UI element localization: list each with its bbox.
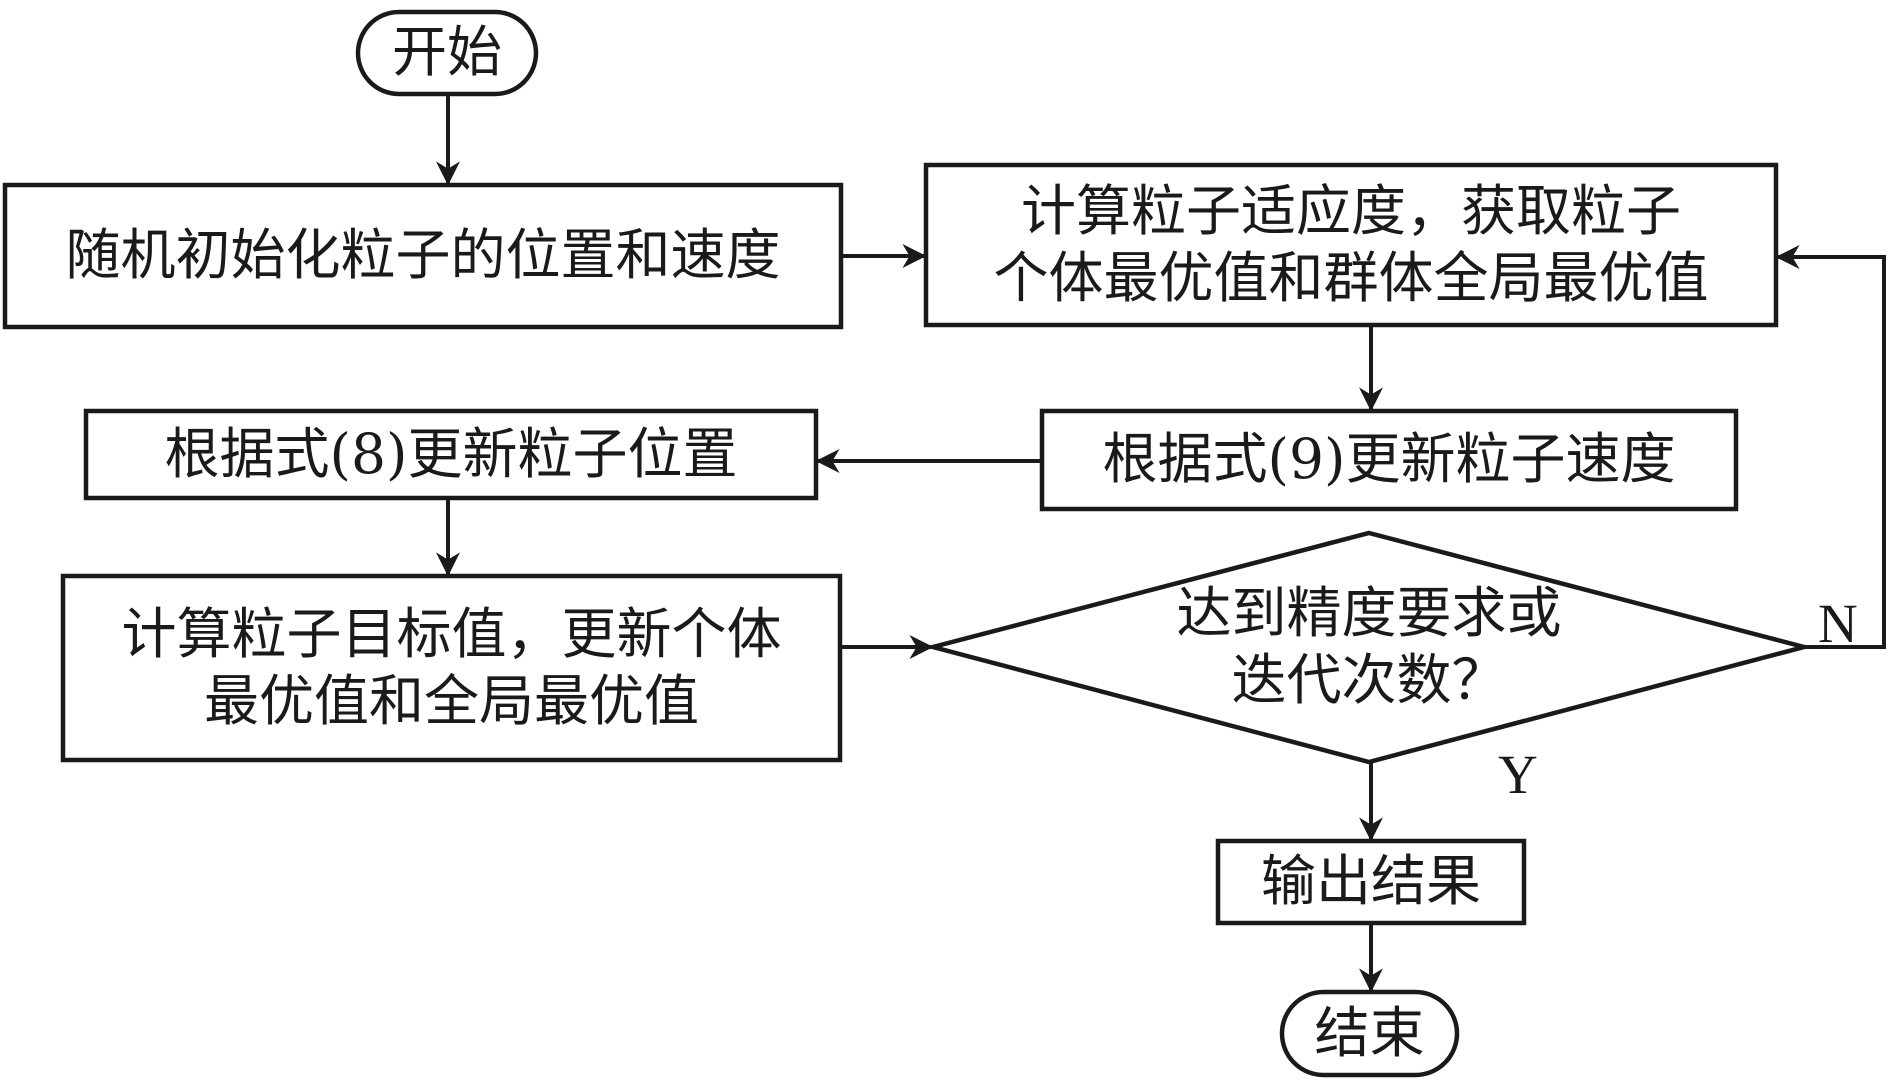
- update-position-label: 根据式(8)更新粒子位置: [164, 421, 738, 486]
- decision-yes-label: Y: [1498, 744, 1538, 805]
- evaluate-label-line1: 计算粒子目标值，更新个体: [121, 601, 782, 666]
- evaluate-label: 计算粒子目标值，更新个体 最优值和全局最优值: [63, 576, 840, 760]
- decision-no-label: N: [1818, 593, 1858, 654]
- arrow-decision-no-loop: [1775, 245, 1886, 649]
- evaluate-label-line2: 最优值和全局最优值: [203, 669, 699, 733]
- decision-label: 达到精度要求或 迭代次数？: [1069, 572, 1669, 722]
- end-label: 结束: [1314, 1000, 1425, 1065]
- start-label: 开始: [391, 20, 502, 85]
- update-velocity-label: 根据式(9)更新粒子速度: [1102, 427, 1676, 492]
- fitness-label: 计算粒子适应度，获取粒子 个体最优值和群体全局最优值: [926, 165, 1776, 325]
- init-label: 随机初始化粒子的位置和速度: [65, 223, 781, 288]
- output-label: 输出结果: [1260, 849, 1481, 914]
- fitness-label-line1: 计算粒子适应度，获取粒子: [1020, 178, 1681, 243]
- decision-label-line1: 达到精度要求或: [1176, 580, 1562, 645]
- decision-label-line2: 迭代次数？: [1231, 648, 1507, 712]
- fitness-label-line2: 个体最优值和群体全局最优值: [993, 246, 1709, 310]
